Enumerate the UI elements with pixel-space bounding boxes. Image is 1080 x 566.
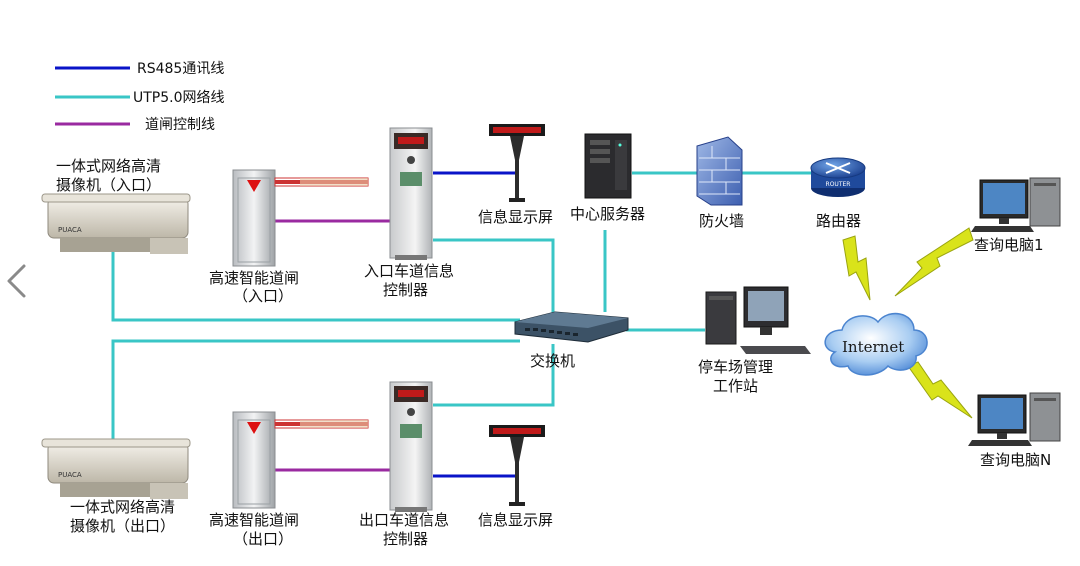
gate-exit-label-1: 高速智能道闸: [209, 511, 299, 529]
router-badge: ROUTER: [826, 181, 851, 188]
workstation-label-1: 停车场管理: [698, 358, 773, 376]
svg-text:PUACA: PUACA: [58, 226, 82, 234]
gate-entrance-label-2: （入口）: [233, 287, 293, 305]
lightning-icon: [894, 227, 974, 297]
management-workstation: 停车场管理 工作站: [698, 286, 811, 395]
utp-network-lines: [111, 171, 812, 440]
network-switch: 交换机: [514, 311, 629, 370]
query-pc-1: 查询电脑1: [971, 177, 1061, 254]
controller-entrance-label-1: 入口车道信息: [364, 262, 454, 280]
router-label: 路由器: [816, 212, 861, 230]
gate-control-lines: [275, 219, 390, 472]
cloud-icon: [824, 312, 928, 376]
server-label: 中心服务器: [570, 205, 645, 223]
lightning-icon: [907, 361, 973, 419]
lane-controller-exit: 出口车道信息 控制器: [359, 381, 449, 548]
camera-entrance-label-2: 摄像机（入口）: [56, 176, 161, 194]
central-server: 中心服务器: [570, 133, 645, 223]
legend-item-utp: UTP5.0网络线: [55, 90, 225, 106]
led-display-icon: [489, 124, 545, 202]
legend-label-rs485: RS485通讯线: [137, 61, 224, 77]
rs485-lines: [433, 171, 515, 478]
camera-icon: PUACA: [41, 438, 191, 499]
barrier-gate-entrance: 高速智能道闸 （入口）: [209, 169, 369, 305]
camera-exit: PUACA 一体式网络高清 摄像机（出口）: [41, 438, 191, 535]
kiosk-icon: [389, 381, 433, 512]
router-icon: ROUTER: [810, 157, 866, 197]
desktop-computer-icon: [968, 392, 1061, 446]
barrier-gate-icon: [232, 169, 369, 267]
legend-item-rs485: RS485通讯线: [55, 61, 224, 77]
svg-text:PUACA: PUACA: [58, 471, 82, 479]
camera-icon: PUACA: [41, 193, 191, 254]
camera-exit-label-2: 摄像机（出口）: [70, 517, 175, 535]
desktop-computer-icon: [971, 177, 1061, 232]
barrier-gate-icon: [232, 411, 369, 509]
camera-exit-label-1: 一体式网络高清: [70, 498, 175, 516]
pc1-label: 查询电脑1: [974, 236, 1044, 254]
legend-label-utp: UTP5.0网络线: [133, 90, 225, 106]
barrier-gate-exit: 高速智能道闸 （出口）: [209, 411, 369, 548]
kiosk-icon: [389, 127, 433, 260]
firewall-icon: [696, 136, 743, 206]
internet-label: Internet: [842, 338, 904, 356]
led-display-icon: [489, 425, 545, 506]
router: ROUTER 路由器: [810, 157, 866, 230]
display-screen-exit: 信息显示屏: [478, 425, 553, 529]
chevron-left-icon: [7, 264, 26, 298]
controller-entrance-label-2: 控制器: [383, 281, 428, 299]
firewall-label: 防火墙: [699, 212, 744, 230]
controller-exit-label-1: 出口车道信息: [359, 511, 449, 529]
display-exit-label: 信息显示屏: [478, 511, 553, 529]
switch-label: 交换机: [530, 352, 575, 370]
lightning-icon: [842, 235, 871, 301]
legend: RS485通讯线 UTP5.0网络线 道闸控制线: [55, 61, 225, 133]
pcn-label: 查询电脑N: [980, 451, 1051, 469]
switch-icon: [514, 311, 629, 343]
firewall: 防火墙: [696, 136, 744, 230]
camera-entrance: PUACA 一体式网络高清 摄像机（入口）: [41, 157, 191, 254]
gate-entrance-label-1: 高速智能道闸: [209, 269, 299, 287]
camera-entrance-label-1: 一体式网络高清: [56, 157, 161, 175]
legend-label-gate-control: 道闸控制线: [145, 117, 215, 133]
lane-controller-entrance: 入口车道信息 控制器: [364, 127, 454, 299]
server-tower-icon: [584, 133, 632, 199]
workstation-icon: [705, 286, 811, 354]
display-entrance-label: 信息显示屏: [478, 208, 553, 226]
query-pc-n: 查询电脑N: [968, 392, 1061, 469]
controller-exit-label-2: 控制器: [383, 530, 428, 548]
gate-exit-label-2: （出口）: [233, 530, 293, 548]
internet-cloud: Internet: [824, 312, 928, 376]
display-screen-entrance: 信息显示屏: [478, 124, 553, 226]
legend-item-gate-control: 道闸控制线: [55, 117, 215, 133]
previous-image-button[interactable]: [0, 258, 30, 304]
wan-links: [842, 227, 974, 419]
workstation-label-2: 工作站: [713, 377, 758, 395]
